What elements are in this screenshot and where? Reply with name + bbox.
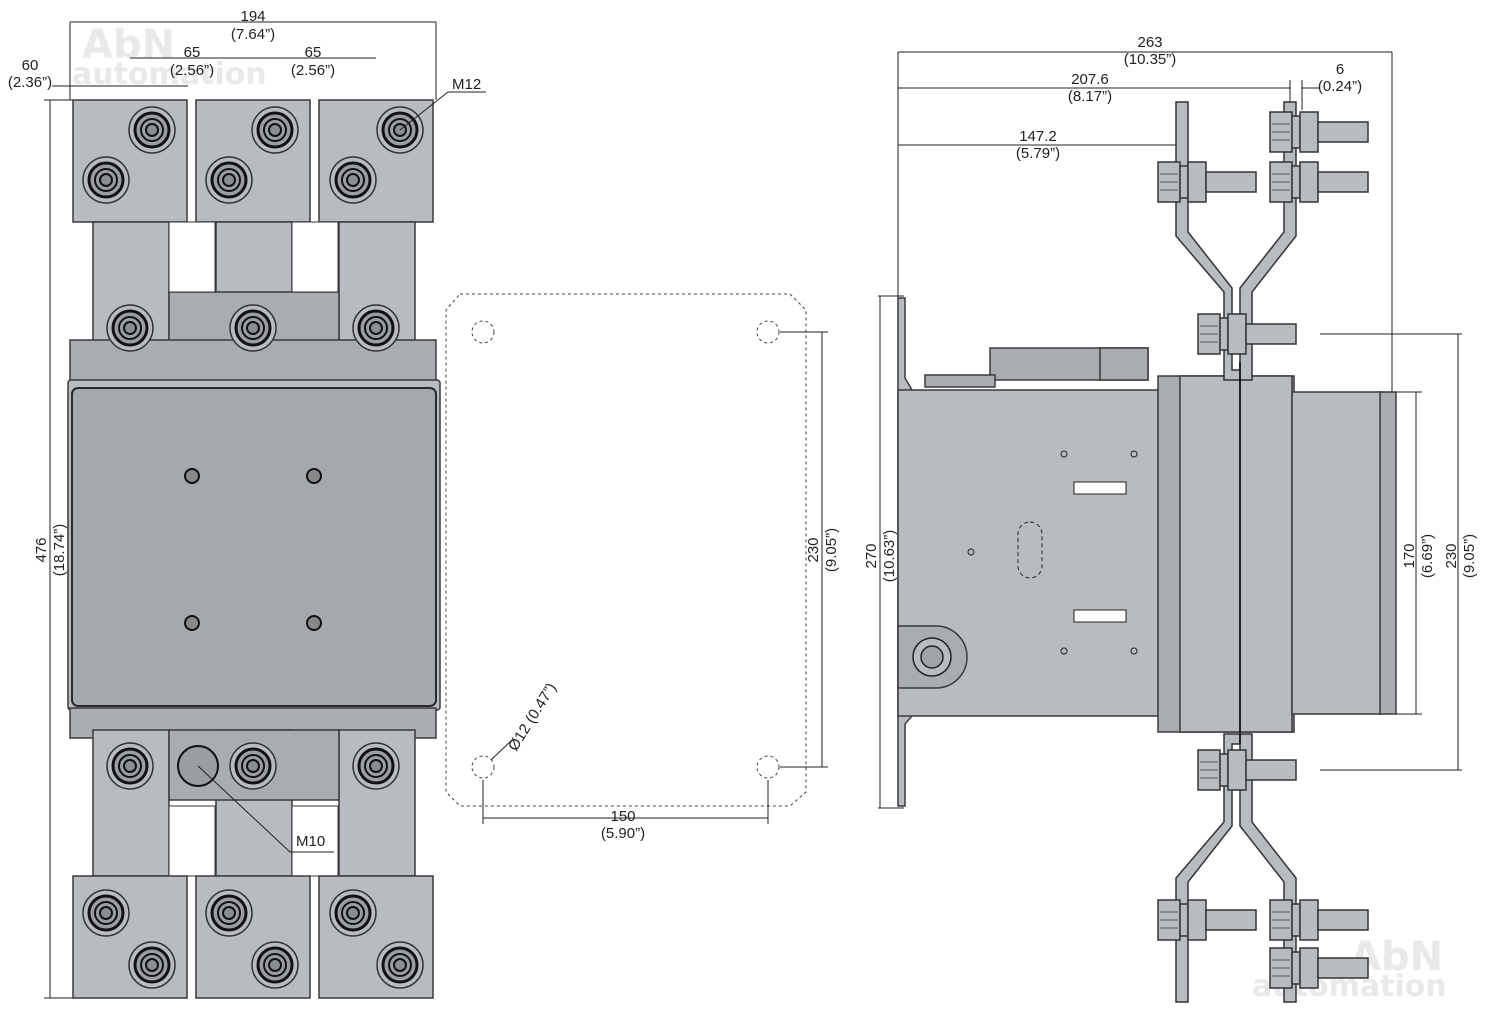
dim-147-value: 147.2 — [1019, 128, 1057, 145]
plan-height-inch: (9.05”) — [823, 528, 840, 572]
callout-m10: M10 — [296, 833, 325, 850]
side-bolts — [1157, 111, 1369, 989]
callout-m12: M12 — [452, 76, 481, 93]
pitch-dim-1-inch: (2.56”) — [170, 62, 214, 79]
plan-width-value: 150 — [610, 808, 635, 825]
height-dim-value: 476 — [33, 537, 50, 562]
dim-6-value: 6 — [1336, 61, 1344, 78]
dim-147-inch: (5.79”) — [1016, 145, 1060, 162]
side-height-value: 270 — [863, 543, 880, 568]
contactor-cover — [71, 387, 437, 707]
watermark-brand: AbN — [82, 22, 175, 68]
plan-hole-dim: Ø12 (0.47”) — [505, 680, 560, 754]
dim-6-inch: (0.24”) — [1318, 78, 1362, 95]
pitch-dim-2-inch: (2.56”) — [291, 62, 335, 79]
cover-screws — [184, 468, 322, 631]
offset-dim-value: 60 — [22, 57, 39, 74]
coil-dim-value: 170 — [1401, 543, 1418, 568]
terminal-dim-inch: (9.05”) — [1461, 534, 1478, 578]
mounting-plan: 230 (9.05”) 150 (5.90”) Ø12 (0.47”) — [445, 293, 840, 842]
coil-dim-inch: (6.69”) — [1419, 534, 1436, 578]
offset-dim-inch: (2.36”) — [8, 74, 52, 91]
overall-dim-inch: (10.35”) — [1124, 51, 1177, 68]
overall-dim-value: 263 — [1137, 34, 1162, 51]
front-view: 194 (7.64”) 65 (2.56”) 65 (2.56”) 60 (2.… — [8, 8, 486, 999]
width-dim-inch: (7.64”) — [231, 26, 275, 43]
dim-207-value: 207.6 — [1071, 71, 1109, 88]
side-view: 263 (10.35”) 207.6 (8.17”) 6 (0.24”) 147… — [863, 34, 1478, 1003]
plan-height-value: 230 — [805, 537, 822, 562]
dim-207-inch: (8.17”) — [1068, 88, 1112, 105]
height-dim-inch: (18.74”) — [51, 524, 68, 577]
pitch-dim-1-value: 65 — [184, 44, 201, 61]
side-height-inch: (10.63”) — [881, 530, 898, 583]
plan-width-inch: (5.90”) — [601, 825, 645, 842]
pitch-dim-2-value: 65 — [305, 44, 322, 61]
terminal-dim-value: 230 — [1443, 543, 1460, 568]
width-dim-value: 194 — [240, 8, 265, 25]
side-coil — [1291, 391, 1383, 715]
